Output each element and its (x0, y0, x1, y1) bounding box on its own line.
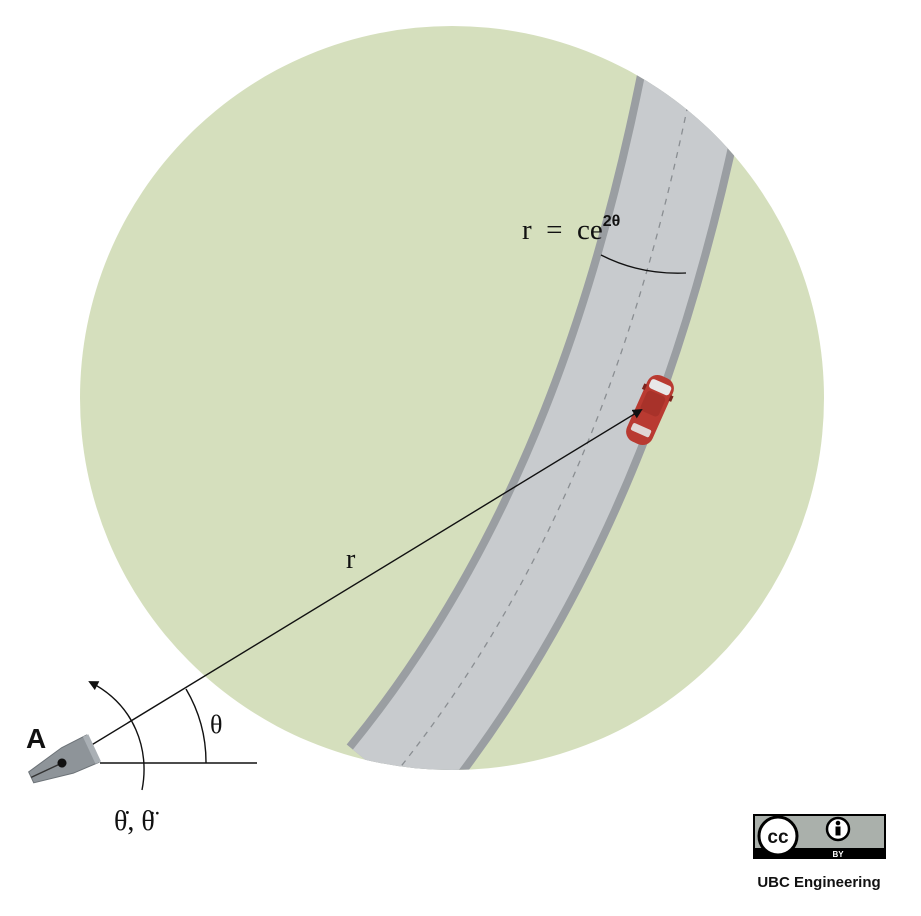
point-label: A (26, 723, 46, 754)
cc-icon (757, 815, 799, 857)
attribution-icon (825, 816, 851, 842)
angle-label: θ (210, 710, 222, 739)
road (346, 59, 750, 770)
curve-equation: r = ce2θ (522, 213, 620, 246)
credit-label: UBC Engineering (757, 874, 880, 891)
radius-arrow (61, 408, 643, 764)
radius-label: r (346, 544, 356, 575)
by-label: BY (832, 850, 844, 859)
cc-by-badge: cc BY (753, 814, 886, 859)
car-icon (626, 374, 674, 446)
road-centerline (389, 69, 696, 770)
cc-icon-text: cc (767, 827, 789, 848)
rates-label: θ̇, θ̈ (114, 806, 159, 837)
rotation-arrow (88, 681, 145, 791)
curve-leader (600, 254, 687, 274)
angle-arc (185, 688, 207, 764)
curve-equation-exponent: 2θ (603, 213, 621, 230)
curve-equation-lhs: r = ce (522, 214, 603, 246)
camera-icon (28, 734, 101, 784)
